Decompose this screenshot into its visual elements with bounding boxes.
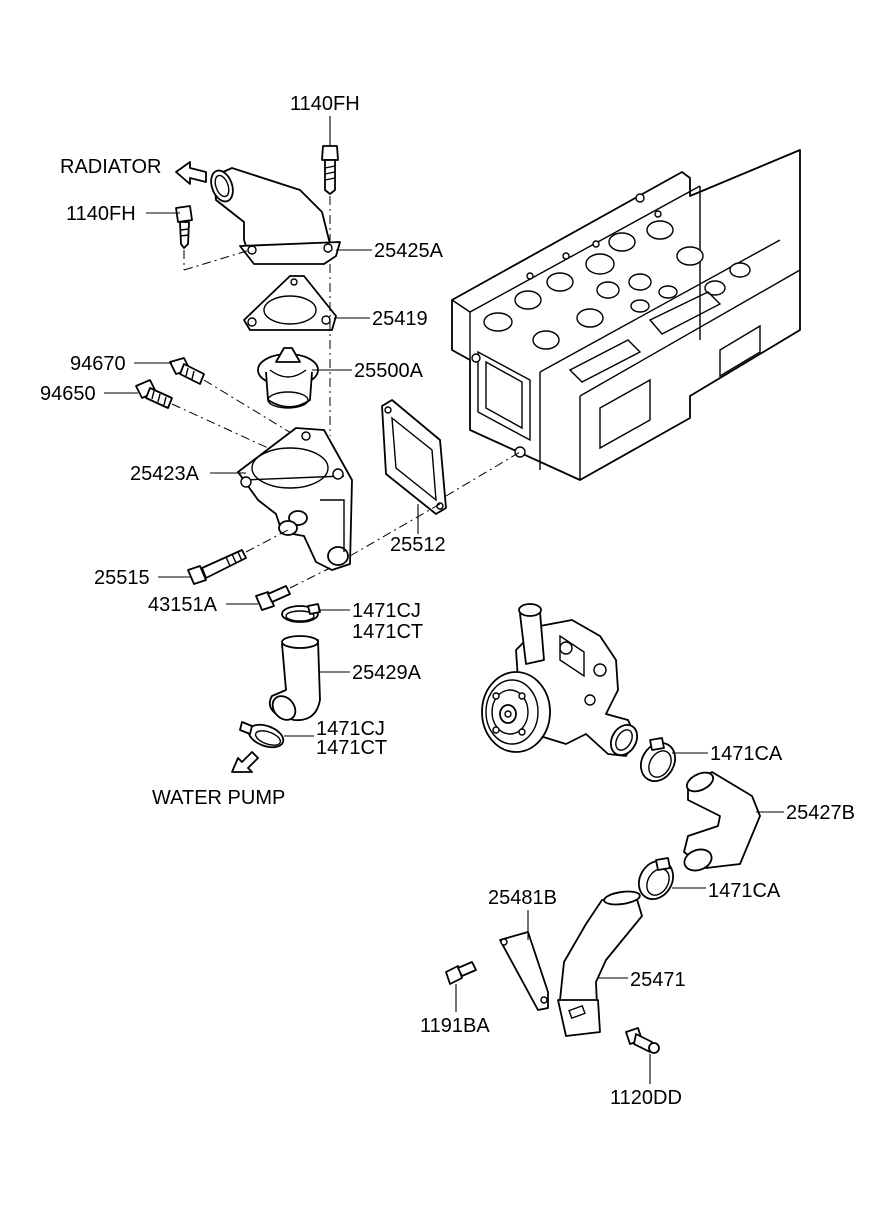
thermostat-illustration bbox=[257, 347, 319, 409]
sensor-a-illustration bbox=[169, 357, 205, 385]
callout-clamp-lower-a: 1471CJ bbox=[316, 718, 385, 740]
callout-clamp-pump: 1471CA bbox=[710, 743, 783, 765]
direction-label-radiator: RADIATOR bbox=[60, 156, 162, 178]
water-pump-arrow-icon bbox=[231, 751, 259, 773]
callout-clamp-pipe: 1471CA bbox=[708, 880, 781, 902]
direction-label-water-pump: WATER PUMP bbox=[152, 787, 285, 809]
bracket-illustration bbox=[499, 931, 549, 1011]
callout-hose-pump: 25427B bbox=[786, 802, 855, 824]
clamp-pump-illustration bbox=[640, 737, 676, 782]
clamp-pipe-illustration bbox=[638, 857, 674, 900]
gasket-large-illustration bbox=[381, 399, 447, 515]
clamp-lower-illustration bbox=[239, 721, 285, 749]
cylinder-head-illustration bbox=[451, 149, 801, 481]
callout-thermostat-housing: 25423A bbox=[130, 463, 200, 485]
callout-bracket: 25481B bbox=[488, 887, 557, 909]
callout-bolt-left: 1140FH bbox=[66, 203, 136, 225]
radiator-outlet-fitting-illustration bbox=[210, 167, 341, 265]
callout-labels: RADIATOR WATER PUMP 1140FH 1140FH 25425A… bbox=[40, 93, 855, 1109]
callout-sensor-a: 94670 bbox=[70, 353, 126, 375]
callout-clamp-upper-a: 1471CJ bbox=[352, 600, 421, 622]
bolt-short-illustration bbox=[255, 585, 291, 611]
callout-gasket-small: 25419 bbox=[372, 308, 428, 330]
bolt-top-illustration bbox=[321, 145, 339, 195]
clamp-upper-illustration bbox=[281, 603, 321, 623]
radiator-arrow-icon bbox=[175, 161, 207, 185]
callout-bolt-pipe: 1120DD bbox=[610, 1087, 682, 1109]
callout-gasket-large: 25512 bbox=[390, 534, 446, 556]
callout-bolt-short: 43151A bbox=[148, 594, 218, 616]
callout-pipe: 25471 bbox=[630, 969, 686, 991]
gasket-small-illustration bbox=[243, 275, 337, 331]
callout-thermostat: 25500A bbox=[354, 360, 424, 382]
callout-bolt-long: 25515 bbox=[94, 567, 150, 589]
bolt-left-illustration bbox=[175, 205, 193, 249]
callout-outlet-fitting: 25425A bbox=[374, 240, 444, 262]
callout-hose-upper: 25429A bbox=[352, 662, 422, 684]
bolt-pipe-illustration bbox=[625, 1027, 660, 1054]
water-pump-illustration bbox=[481, 603, 639, 757]
hose-upper-illustration bbox=[268, 635, 321, 722]
callout-clamp-lower-b: 1471CT bbox=[316, 737, 387, 759]
callout-bolt-bracket: 1191BA bbox=[420, 1015, 490, 1037]
hose-pump-illustration bbox=[683, 771, 761, 872]
callout-sensor-b: 94650 bbox=[40, 383, 96, 405]
callout-bolt-top: 1140FH bbox=[290, 93, 360, 115]
bolt-bracket-illustration bbox=[445, 961, 477, 985]
thermostat-housing-illustration bbox=[237, 427, 353, 571]
sensor-b-illustration bbox=[135, 379, 173, 409]
callout-clamp-upper-b: 1471CT bbox=[352, 621, 423, 643]
pipe-illustration bbox=[557, 890, 643, 1037]
leader-lines bbox=[104, 116, 784, 1084]
bolt-long-illustration bbox=[187, 549, 247, 585]
